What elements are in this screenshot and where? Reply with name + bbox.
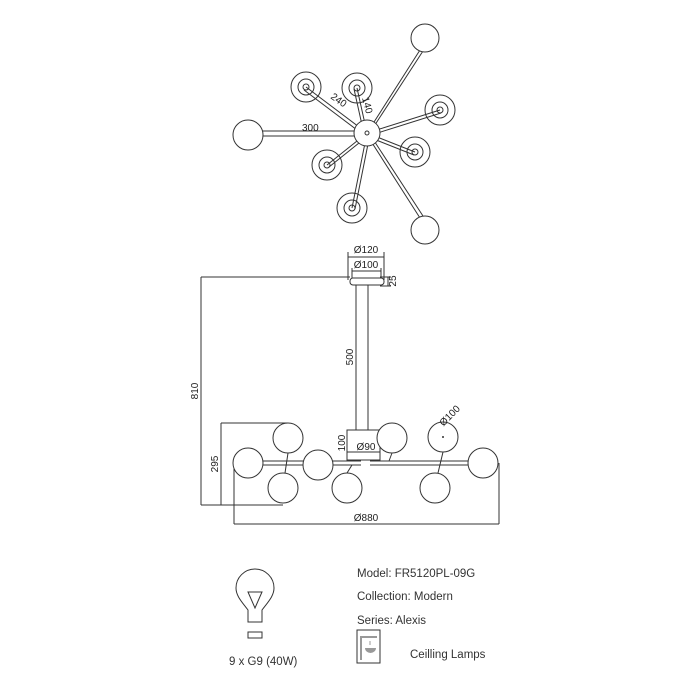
dim-hub-height: 100 xyxy=(337,434,348,451)
model-label: Model: FR5120PL-09G xyxy=(357,568,476,580)
dim-canopy-outer: Ø120 xyxy=(354,245,379,256)
dim-total-height: 810 xyxy=(190,382,201,399)
dim-arm-long: 300 xyxy=(302,123,319,134)
dim-hub-diameter: Ø90 xyxy=(357,442,376,453)
side-view: Ø120 Ø100 25 500 810 295 100 Ø90 Ø100 Ø8… xyxy=(190,245,500,525)
globes-side xyxy=(232,421,499,504)
dim-rod-length: 500 xyxy=(345,348,356,365)
category-label: Ceilling Lamps xyxy=(410,649,486,661)
series-label: Series: Alexis xyxy=(357,615,427,627)
dim-canopy-height: 25 xyxy=(388,275,399,287)
canopy xyxy=(349,277,385,286)
dim-arm-mid: 240 xyxy=(328,91,348,110)
dim-body-height: 295 xyxy=(210,455,221,472)
bulb-spec: 9 x G9 (40W) xyxy=(229,656,298,668)
hub-box xyxy=(346,429,381,461)
ceiling-lamp-icon xyxy=(356,629,381,664)
globes-top xyxy=(232,23,440,245)
light-bulb-icon xyxy=(235,568,275,639)
globe-rings-top xyxy=(290,71,456,224)
dim-arm-short: 140 xyxy=(359,96,374,115)
collection-label: Collection: Modern xyxy=(357,591,453,603)
dim-canopy-inner: Ø100 xyxy=(354,260,379,271)
dim-total-width: Ø880 xyxy=(354,513,379,524)
hub xyxy=(353,119,381,147)
top-view: 300 240 140 xyxy=(232,23,456,245)
